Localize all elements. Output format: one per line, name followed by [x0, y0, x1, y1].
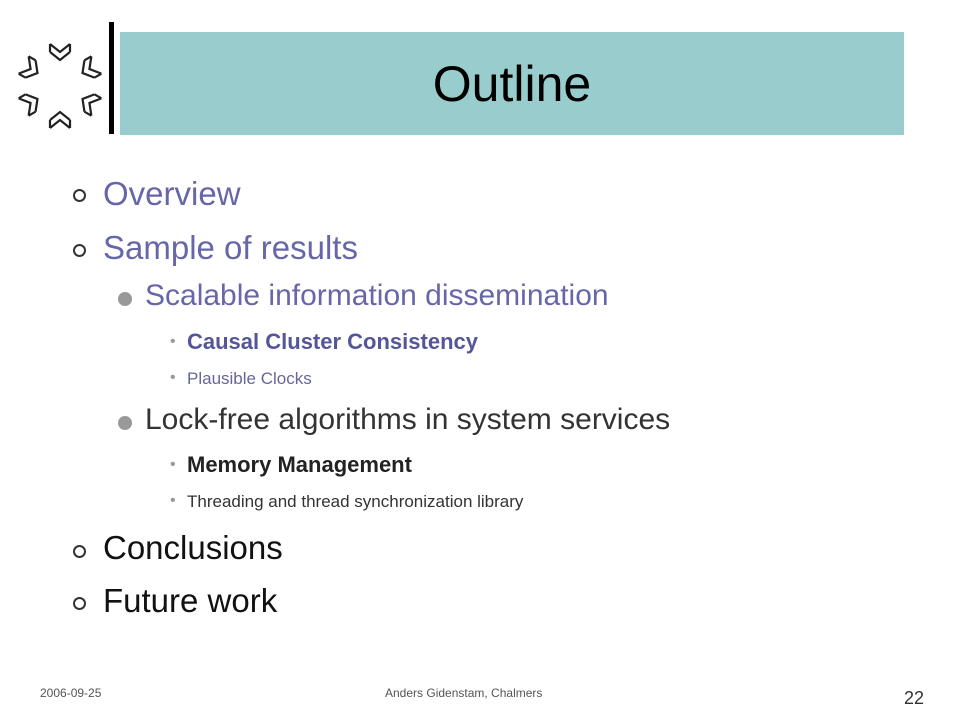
dot-bullet-icon	[118, 416, 132, 430]
small-dot-bullet-icon: •	[170, 333, 176, 350]
slide-title: Outline	[432, 55, 592, 112]
title-band: Outline	[120, 32, 904, 135]
bullet-threading: Threading and thread synchronization lib…	[187, 492, 524, 511]
chalmers-logo-icon	[18, 43, 102, 129]
footer-date: 2006-09-25	[40, 686, 102, 700]
title-divider	[109, 22, 114, 134]
ring-bullet-icon	[73, 189, 86, 202]
small-dot-bullet-icon: •	[170, 492, 176, 509]
small-dot-bullet-icon: •	[170, 456, 176, 473]
ring-bullet-icon	[73, 597, 86, 610]
bullet-plausible-clocks: Plausible Clocks	[187, 369, 312, 388]
small-dot-bullet-icon: •	[170, 369, 176, 386]
bullet-lock-free: Lock-free algorithms in system services	[145, 403, 671, 436]
bullet-future-work: Future work	[103, 582, 278, 619]
bullet-causal-cluster: Causal Cluster Consistency	[187, 329, 478, 354]
slide-content: Overview Sample of results Scalable info…	[73, 175, 671, 619]
footer-author: Anders Gidenstam, Chalmers	[385, 686, 543, 700]
bullet-conclusions: Conclusions	[103, 529, 283, 566]
bullet-overview: Overview	[103, 175, 241, 212]
bullet-memory-management: Memory Management	[187, 452, 412, 477]
bullet-sample-of-results: Sample of results	[103, 229, 358, 266]
dot-bullet-icon	[118, 292, 132, 306]
page-number: 22	[904, 688, 925, 708]
ring-bullet-icon	[73, 244, 86, 257]
ring-bullet-icon	[73, 545, 86, 558]
bullet-scalable-info: Scalable information dissemination	[145, 279, 609, 312]
